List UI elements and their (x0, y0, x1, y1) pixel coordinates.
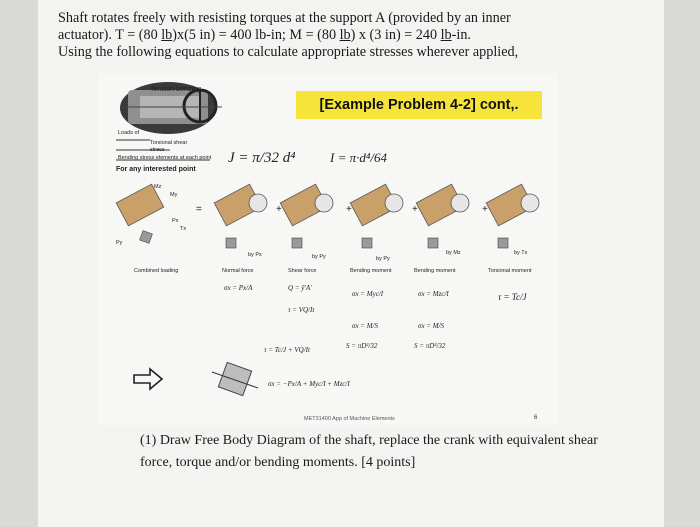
slide-number: 6 (534, 415, 538, 421)
slide-title: [Example Problem 4-2] cont,. (296, 91, 542, 119)
sum-normal-eq: σx = −Px/A + Myc/I + Mzc/I (268, 380, 350, 388)
px-label: Px (172, 218, 179, 224)
intro-line-2: actuator). T = (80 lb)x(5 in) = 400 lb-i… (58, 27, 618, 44)
slide-footer: MET31400 App of Machine Elements (304, 416, 395, 422)
intro-line-2-c: ) x (3 in) = 240 (350, 27, 441, 43)
question-line-1: (1) Draw Free Body Diagram of the shaft,… (140, 433, 598, 448)
col5-kind: Torsional moment (488, 268, 532, 274)
shaft-label: Tension bending (150, 86, 201, 93)
col1-kind: Normal force (222, 268, 254, 274)
col3-eq2: σx = M/S (352, 322, 379, 330)
col3-by: by Py (376, 256, 390, 262)
col2-eq: Q = ȳ'A' (288, 284, 312, 292)
plus-sign-2: + (346, 204, 352, 215)
plus-sign-1: + (276, 204, 282, 215)
legend-line-4: Bending stress elements at each point (118, 155, 212, 161)
operators: = + + + + (196, 204, 488, 215)
sum-shear-eq: τ = Tc/J + VQ/It (264, 346, 310, 354)
col2-eq2: τ = VQ/It (288, 306, 315, 314)
col4-eq: σx = Mzc/I (418, 290, 449, 298)
plus-sign-3: + (412, 204, 418, 215)
intro-line-2-a: actuator). T = (80 (58, 27, 162, 43)
col2-by: by Py (312, 254, 326, 260)
col4-by: by Mz (446, 250, 461, 256)
stress-cubes (139, 230, 509, 249)
legend-line-2: Torsional shear (150, 140, 188, 146)
intro-line-3: Using the following equations to calcula… (58, 44, 519, 60)
mz-label: Mz (154, 184, 162, 190)
col4-eq2: σx = M/S (418, 322, 445, 330)
question-line-2: force, torque and/or bending moments. [4… (140, 455, 416, 470)
equals-sign: = (196, 204, 202, 215)
lb-unit-2: lb (339, 27, 351, 43)
problem-statement: Shaft rotates freely with resisting torq… (58, 10, 618, 61)
area-moment-eq: I = π·d⁴/64 (330, 150, 387, 165)
col5-eq: τ = Tc/J (498, 292, 527, 302)
col1-eq: σx = Px/A (224, 284, 253, 292)
legend-lines (116, 139, 210, 161)
shaft-diagram (120, 82, 222, 134)
col3-kind: Bending moment (350, 268, 392, 274)
my-label: My (170, 192, 178, 198)
legend-line-3: stress (150, 147, 165, 153)
question-1: (1) Draw Free Body Diagram of the shaft,… (140, 430, 620, 474)
py-label: Py (116, 240, 123, 246)
shaft-segments-row (115, 183, 540, 227)
polar-moment-eq: J = π/32 d⁴ (228, 150, 296, 166)
col4-eq3: S = πD³/32 (414, 342, 446, 350)
intro-line-2-d: -in. (451, 27, 471, 43)
for-any-point: For any interested point (116, 166, 196, 173)
lb-unit-3: lb (440, 27, 452, 43)
plus-sign-4: + (482, 204, 488, 215)
combined-element (211, 361, 259, 397)
intro-line-2-b: )x(5 in) = 400 lb-in; M = (80 (172, 27, 340, 43)
lb-unit-1: lb (161, 27, 173, 43)
col1-by: by Px (248, 252, 262, 258)
col3-eq: σx = Myc/I (352, 290, 384, 298)
intro-line-1: Shaft rotates freely with resisting torq… (58, 10, 511, 26)
outline-arrow-icon (133, 367, 164, 391)
tx-label: Tx (180, 226, 187, 232)
col5-by: by Tx (514, 250, 528, 256)
col4-kind: Bending moment (414, 268, 456, 274)
combined-loading-label: Combined loading (134, 268, 179, 274)
col2-kind: Shear force (288, 268, 317, 274)
legend-line-1: Loads of (118, 130, 140, 136)
col3-eq3: S = πD³/32 (346, 342, 378, 350)
